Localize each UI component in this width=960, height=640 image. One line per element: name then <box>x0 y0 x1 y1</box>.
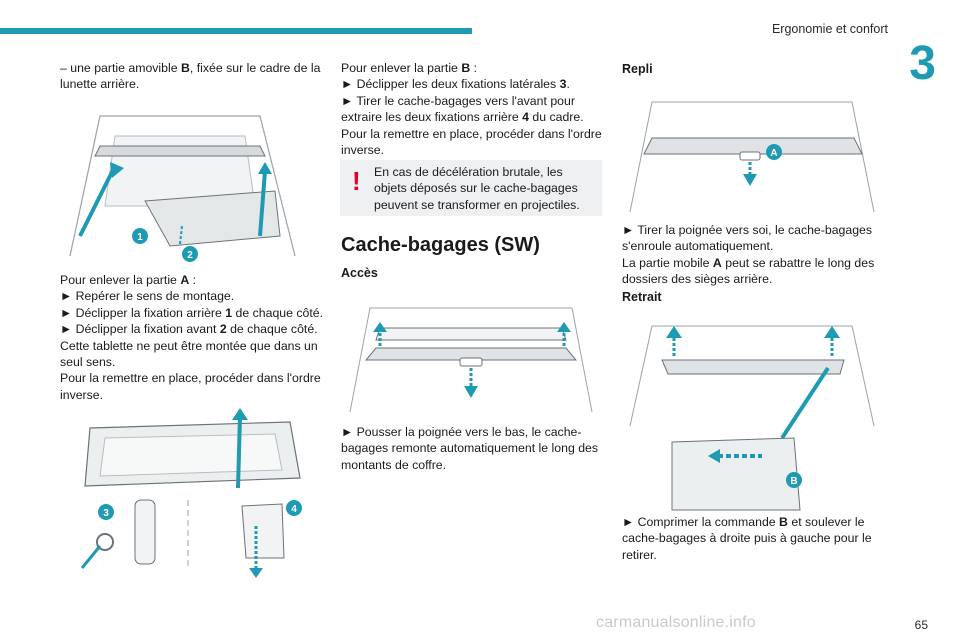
figure-shelf-part-a: 1 2 <box>60 96 300 264</box>
svg-text:4: 4 <box>291 504 297 515</box>
figure-access <box>340 288 602 416</box>
marker-b <box>786 472 802 488</box>
intro-paragraph: – une partie amovible B, fixée sur le ca… <box>60 61 321 92</box>
watermark: carmanualsonline.info <box>596 614 756 631</box>
marker-3 <box>98 504 114 520</box>
remove-part-a-text: Pour enlever la partie A : ► Repérer le … <box>60 273 324 402</box>
marker-1 <box>132 228 148 244</box>
remove-part-b-text: Pour enlever la partie B : ► Déclipper l… <box>341 61 602 158</box>
svg-text:2: 2 <box>187 250 193 261</box>
svg-text:B: B <box>790 476 797 487</box>
subheading-remove: Retrait <box>622 290 662 304</box>
svg-text:A: A <box>770 148 777 159</box>
remove-text: ► Comprimer la commande B et soulever le… <box>622 515 872 562</box>
marker-4 <box>286 500 302 516</box>
section-title: Ergonomie et confort <box>771 22 888 36</box>
page-number: 65 <box>914 618 928 632</box>
figure-fold: A <box>622 92 882 216</box>
figure-shelf-part-b: 3 4 <box>60 408 322 580</box>
svg-text:1: 1 <box>137 232 143 243</box>
header-accent-bar <box>0 28 472 34</box>
heading-cache-bagages-sw: Cache-bagages (SW) <box>341 234 540 256</box>
marker-2 <box>182 246 198 262</box>
access-text: ► Pousser la poignée vers le bas, le cac… <box>341 425 599 472</box>
svg-text:3: 3 <box>103 508 109 519</box>
chapter-number: 3 <box>909 37 936 90</box>
column-1-intro: – une partie amovible B, fixée sur le ca… <box>60 60 322 93</box>
subheading-access: Accès <box>341 266 378 280</box>
figure-remove: B <box>622 316 884 512</box>
exclamation-icon: ! <box>352 166 361 196</box>
marker-a <box>766 144 782 160</box>
fold-text: ► Tirer la poignée vers soi, le cache-ba… <box>622 223 875 287</box>
warning-box: ! En cas de décélération brutale, les ob… <box>340 160 602 216</box>
subheading-fold: Repli <box>622 62 653 76</box>
